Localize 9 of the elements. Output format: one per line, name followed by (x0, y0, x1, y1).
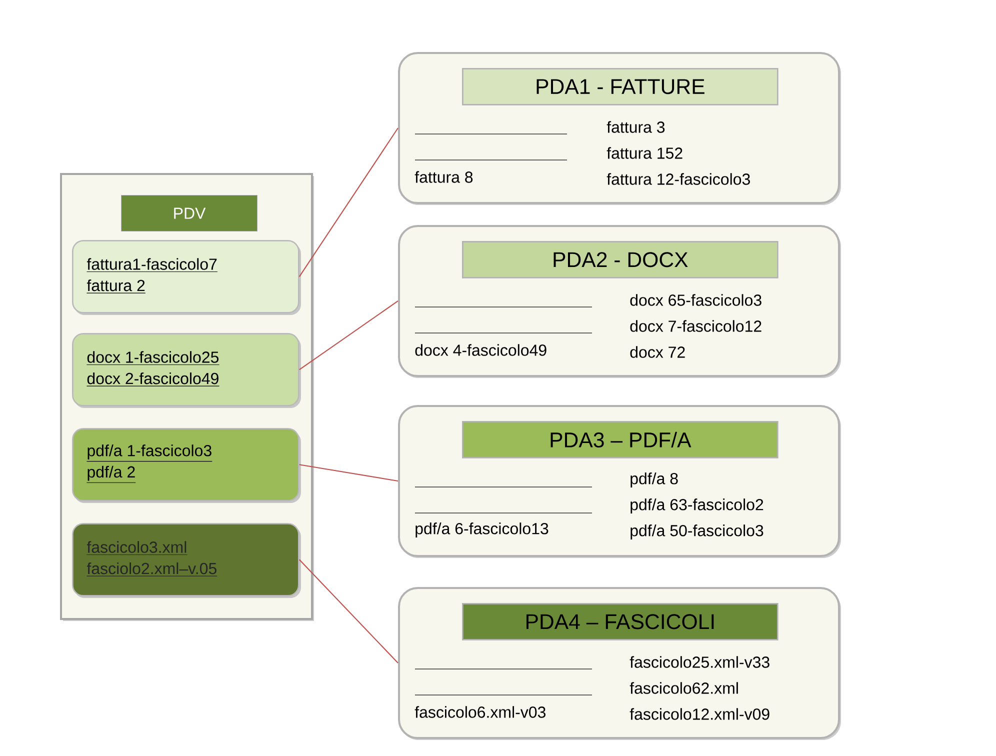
file-list-box: fattura1-fascicolo7 fattura 2 (72, 240, 301, 315)
file-list-box: pdf/a 1-fascicolo3 pdf/a 2 (72, 428, 301, 503)
connector-line (298, 559, 398, 664)
header-bar: PDV (121, 195, 258, 232)
file-list-box: fascicolo3.xml fasciolo2.xml–v.05 (72, 523, 301, 598)
connector-line (299, 300, 398, 370)
connector-line (298, 128, 398, 277)
connector-line (299, 464, 398, 482)
file-list-box: docx 1-fascicolo25 docx 2-fascicolo49 (72, 333, 301, 408)
